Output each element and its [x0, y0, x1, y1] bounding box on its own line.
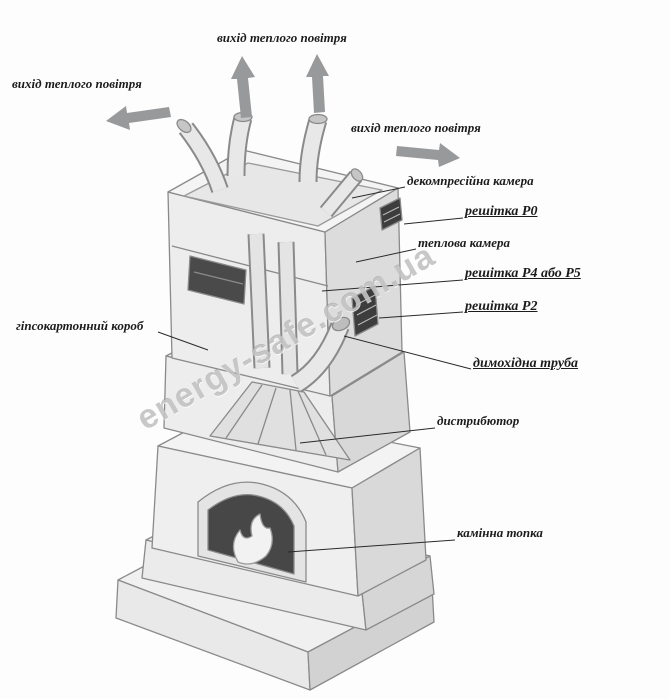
grille-p0-rect: [379, 197, 403, 231]
front-grille-rect: [187, 255, 247, 305]
label-grate-p0: решітка Р0: [465, 204, 538, 219]
label-warm-air-outlet-left: вихід теплого повітря: [12, 76, 142, 91]
leader-grate-p2: [378, 311, 464, 319]
leader-grate-p4-p5: [321, 279, 464, 292]
label-grate-p2: решітка Р2: [465, 299, 538, 314]
label-decompression-chamber: декомпресійна камера: [407, 173, 534, 188]
left-arrow: [106, 106, 171, 130]
leader-lines: [157, 186, 472, 553]
label-thermal-chamber: теплова камера: [418, 235, 511, 250]
label-chimney-pipe: димохідна труба: [473, 356, 579, 371]
label-grate-p4-p5: решітка Р4 або Р5: [465, 266, 581, 281]
leader-drywall-box: [157, 331, 209, 351]
leader-decompression-chamber: [351, 186, 406, 199]
label-warm-air-outlet-right: вихід теплого повітря: [351, 120, 481, 135]
leader-fireplace-firebox: [287, 539, 456, 553]
leader-grate-p0: [403, 217, 464, 225]
inner-pipes: [247, 233, 299, 375]
leader-chimney-pipe: [343, 335, 472, 370]
fireplace-sketch: [115, 111, 435, 691]
label-drywall-box: гіпсокартонний короб: [16, 318, 144, 333]
up-arrow-left: [231, 56, 255, 118]
distributor-hood: [209, 381, 351, 461]
chimney-elbow-pipe: [290, 316, 351, 393]
side-pipe-right: [319, 168, 364, 218]
side-pipe-left: [176, 118, 229, 193]
label-fireplace-firebox: камінна топка: [457, 525, 543, 540]
up-arrow-right: [306, 54, 329, 113]
label-distributor: дистрибютор: [437, 413, 520, 428]
leader-distributor: [299, 427, 436, 444]
airflow-arrows: [106, 54, 460, 167]
label-warm-air-outlet-top: вихід теплого повітря: [217, 30, 347, 45]
grille-p2-rect: [351, 285, 379, 337]
top-pipe-right: [298, 113, 328, 183]
leader-thermal-chamber: [355, 248, 417, 263]
right-arrow: [396, 143, 460, 167]
flame: [232, 513, 273, 565]
